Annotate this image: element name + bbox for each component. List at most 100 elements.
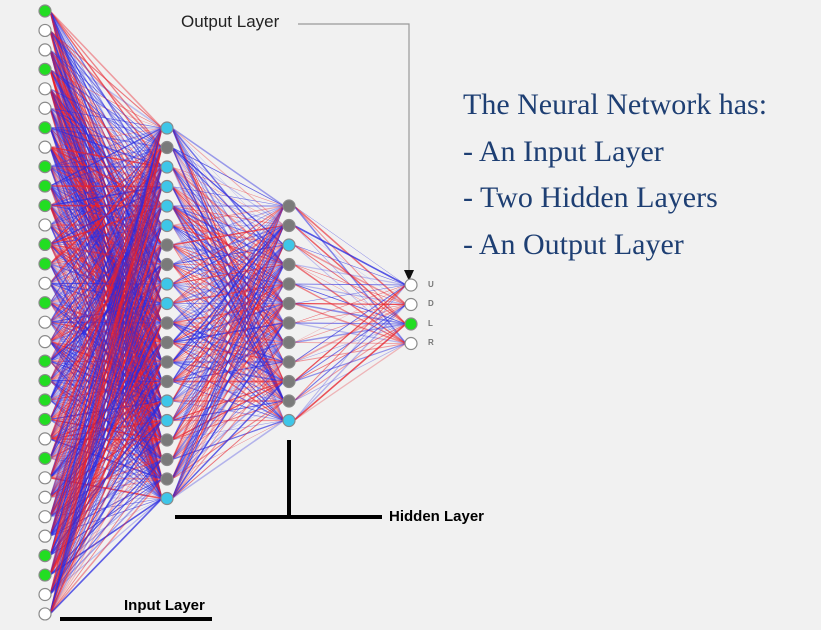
connection-edge: [49, 205, 163, 556]
output-node: [404, 278, 418, 292]
connection-edge: [49, 30, 163, 129]
connection-edge: [49, 127, 163, 537]
hidden1-node: [160, 238, 174, 252]
input-node: [38, 471, 52, 485]
input-node: [38, 179, 52, 193]
connection-edge: [171, 361, 285, 499]
hidden2-node: [282, 277, 296, 291]
connection-edge: [49, 497, 163, 615]
connection-edge: [293, 284, 407, 402]
connection-edge: [293, 284, 407, 304]
connection-edge: [49, 186, 163, 615]
connection-edge: [49, 127, 163, 206]
hidden2-node: [282, 394, 296, 408]
hidden2-node: [282, 296, 296, 311]
output-layer-arrowhead: [404, 270, 414, 281]
input-node: [38, 121, 52, 135]
input-node: [38, 62, 52, 76]
connection-edge: [171, 264, 285, 499]
connection-edge: [171, 205, 285, 304]
input-node: [38, 354, 52, 368]
connection-edge: [171, 205, 285, 499]
connection-edge: [49, 400, 163, 615]
connection-edge: [171, 380, 285, 422]
input-node: [38, 296, 52, 310]
output-label-right: R: [428, 338, 434, 347]
hidden1-node: [160, 121, 174, 135]
input-node: [38, 4, 52, 18]
input-node: [38, 315, 52, 329]
connection-edge: [49, 244, 163, 615]
connection-edge: [49, 107, 163, 129]
hidden2-node: [282, 257, 296, 272]
info-item-hidden-layers: - Two Hidden Layers: [463, 181, 718, 214]
connection-edge: [49, 127, 163, 440]
connection-edge: [49, 127, 163, 362]
connection-edge: [171, 205, 285, 382]
hidden1-node: [160, 218, 174, 233]
input-node: [38, 43, 52, 57]
connection-edge: [49, 459, 163, 615]
connection-edge: [293, 304, 407, 402]
connection-edge: [293, 323, 407, 422]
hidden1-node: [160, 160, 174, 174]
connection-edge: [49, 127, 163, 342]
connection-edge: [293, 263, 407, 286]
connection-edge: [171, 225, 285, 499]
connection-edge: [49, 342, 163, 615]
info-item-input-layer: - An Input Layer: [463, 134, 664, 168]
connection-edge: [171, 380, 285, 500]
hidden1-node: [160, 491, 174, 506]
network-nodes: [38, 4, 418, 621]
connection-edge: [171, 322, 285, 499]
hidden2-node: [282, 413, 296, 428]
hidden2-node: [282, 238, 296, 252]
hidden1-node: [160, 199, 174, 213]
connection-edge: [49, 264, 163, 615]
connection-edge: [49, 127, 163, 187]
connection-edge: [293, 304, 407, 324]
connection-edge: [49, 381, 163, 615]
info-item-output-layer: - An Output Layer: [463, 227, 684, 261]
input-node: [38, 218, 52, 232]
connection-edge: [49, 439, 163, 615]
hidden1-node: [160, 316, 174, 330]
connection-edge: [293, 224, 407, 286]
hidden1-node: [160, 374, 174, 389]
connection-edge: [49, 127, 163, 479]
connection-edge: [171, 380, 285, 480]
connection-edge: [49, 420, 163, 595]
connection-edge: [171, 205, 285, 480]
connection-edge: [49, 283, 163, 615]
hidden-layer-label: Hidden Layer: [389, 508, 485, 525]
connection-edge: [49, 127, 163, 148]
input-node: [38, 276, 52, 290]
connection-edge: [171, 166, 285, 207]
connection-edge: [49, 127, 163, 401]
input-node: [38, 82, 52, 96]
connection-edge: [171, 205, 285, 227]
connection-edge: [49, 69, 163, 129]
connection-edge: [293, 205, 407, 286]
hidden2-node: [282, 218, 296, 233]
input-node: [38, 257, 52, 271]
output-label-up: U: [428, 280, 434, 289]
connection-edge: [171, 205, 285, 343]
connection-edge: [49, 88, 163, 129]
connection-edge: [171, 225, 285, 441]
hidden1-node: [160, 355, 174, 369]
input-node: [38, 393, 52, 407]
layer-brackets: [60, 23, 414, 621]
connection-weights: [49, 10, 407, 615]
connection-edge: [49, 303, 163, 615]
connection-edge: [171, 205, 285, 460]
input-node: [38, 432, 52, 446]
connection-edge: [49, 361, 163, 615]
input-node: [38, 451, 52, 465]
hidden1-node: [160, 452, 174, 467]
connection-edge: [49, 127, 163, 420]
input-node: [38, 335, 52, 349]
connection-edge: [171, 244, 285, 499]
connection-edge: [171, 186, 285, 207]
connection-edge: [49, 147, 163, 265]
